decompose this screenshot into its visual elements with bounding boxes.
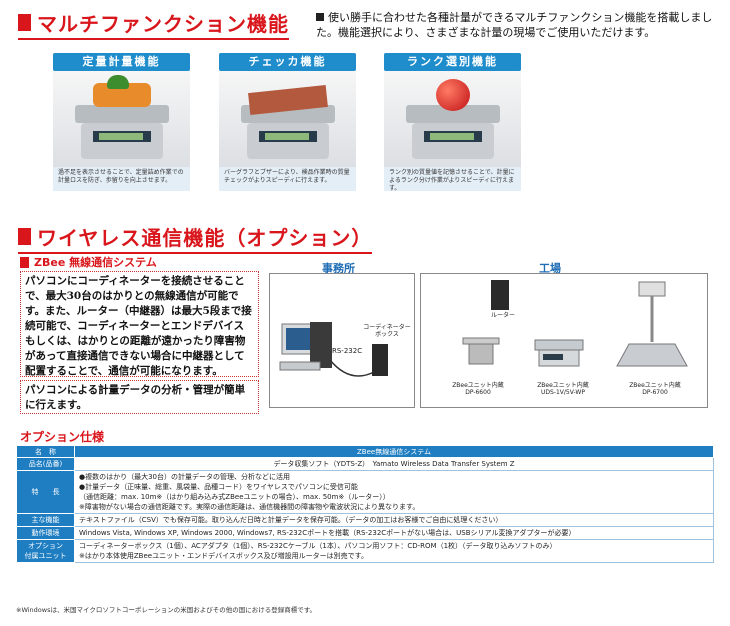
table-row: 特 長 ●複数のはかり（最大30台）の計量データの管理、分析などに活用 ●計量デ…: [16, 470, 714, 514]
table-row: オプション 付属ユニット コーディネーターボックス（1個）、ACアダプタ（1個）…: [16, 539, 714, 563]
scale-photo-food: [53, 71, 190, 167]
feature-line: ●計量データ（正味量、総重、風袋量、品種コード）をワイヤレスでパソコンに受信可能: [79, 483, 358, 491]
feature-line: ●複数のはかり（最大30台）の計量データの管理、分析などに活用: [79, 473, 291, 481]
office-illustration: [279, 322, 388, 377]
factory-diagram: ルーター ZBeeユニット内蔵 DP-6600 ZBeeユニット内蔵 UDS-1…: [420, 273, 708, 408]
scale-photo-pack: [219, 71, 356, 167]
office-label: 事務所: [322, 262, 355, 275]
section-title-wireless: ワイヤレス通信機能（オプション）: [18, 222, 373, 254]
coordinator-box-label: コーディネーター ボックス: [363, 324, 411, 338]
feature-card-rank: ランク選別機能 ランク別の質量値を記憶させることで、計量によるランク分け作業がよ…: [384, 53, 521, 192]
scale-photo-apple: [384, 71, 521, 167]
table-row: 動作環境 Windows Vista, Windows XP, Windows …: [16, 526, 714, 540]
router-label: ルーター: [490, 312, 515, 319]
zbee-description: パソコンにコーディネーターを接続させることで、最大30台のはかりとの無線通信が可…: [20, 271, 259, 377]
red-square-icon: [18, 14, 31, 31]
device-label-dp6700: ZBeeユニット内蔵 DP-6700: [629, 382, 681, 396]
red-square-icon: [18, 228, 31, 245]
factory-label: 工場: [539, 262, 561, 275]
feature-card-quantity: 定量計量機能 過不足を表示させることで、定量詰め作業での計量ロスを防ぎ、歩留りを…: [53, 53, 190, 191]
row-key: 品名(品番): [16, 457, 75, 471]
card-caption: 過不足を表示させることで、定量詰め作業での計量ロスを防ぎ、歩留りを向上させます。: [58, 169, 184, 184]
row-value: ●複数のはかり（最大30台）の計量データの管理、分析などに活用 ●計量データ（正…: [74, 470, 714, 514]
table-row: 主な機能 テキストファイル（CSV）でも保存可能。取り込んだ日時と計量データを保…: [16, 513, 714, 527]
rs232c-label: RS-232C: [332, 347, 363, 355]
table-header: 名 称 ZBee無線通信システム: [16, 445, 714, 458]
card-caption: バーグラフとブザーにより、検品作業時の質量チェックがよりスピーディに行えます。: [224, 169, 350, 184]
feature-line: ※障害物がない場合の通信距離です。実際の通信距離は、通信機器間の障害物や電波状況…: [79, 503, 420, 511]
subhead-zbee: ZBee 無線通信システム: [20, 254, 157, 270]
zbee-analysis-note: パソコンによる計量データの分析・管理が簡単に行えます。: [20, 380, 259, 414]
spec-title: オプション仕様: [20, 430, 105, 444]
bullet-icon: [316, 13, 324, 21]
header-value: ZBee無線通信システム: [74, 445, 714, 458]
intro-text: 使い勝手に合わせた各種計量ができるマルチファンクション機能を搭載しました。機能選…: [316, 11, 713, 39]
office-diagram: コーディネーター ボックス RS-232C: [269, 273, 415, 408]
device-label-uds: ZBeeユニット内蔵 UDS-1V/5V-WP: [537, 382, 589, 396]
row-value: データ収集ソフト（YDTS-Z） Yamato Wireless Data Tr…: [74, 457, 714, 471]
option-line: コーディネーターボックス（1個）、ACアダプタ（1個）、RS-232Cケーブル（…: [79, 542, 557, 550]
card-caption: ランク別の質量値を記憶させることで、計量によるランク分け作業がよりスピーディに行…: [389, 169, 515, 192]
card-title: ランク選別機能: [384, 53, 521, 71]
table-row: 品名(品番) データ収集ソフト（YDTS-Z） Yamato Wireless …: [16, 457, 714, 471]
row-value: テキストファイル（CSV）でも保存可能。取り込んだ日時と計量データを保存可能。（…: [74, 513, 714, 527]
footnote: ※Windowsは、米国マイクロソフトコーポレーションの米国およびその他の国にお…: [16, 606, 317, 614]
card-title: チェッカ機能: [219, 53, 356, 71]
device-label-dp6600: ZBeeユニット内蔵 DP-6600: [452, 382, 504, 396]
row-key: 特 長: [16, 470, 75, 514]
feature-line: （通信距離：max. 10m※（はかり組み込み式ZBeeユニットの場合）、max…: [79, 493, 390, 501]
row-key: 主な機能: [16, 513, 75, 527]
red-square-icon: [20, 256, 29, 268]
feature-card-checker: チェッカ機能 バーグラフとブザーにより、検品作業時の質量チェックがよりスピーディ…: [219, 53, 356, 191]
row-key: 動作環境: [16, 526, 75, 540]
section-title-multifunction: マルチファンクション機能: [18, 8, 289, 40]
spec-table: 名 称 ZBee無線通信システム 品名(品番) データ収集ソフト（YDTS-Z）…: [16, 445, 714, 563]
factory-illustration: [462, 280, 688, 367]
row-value: Windows Vista, Windows XP, Windows 2000,…: [74, 526, 714, 540]
row-value: コーディネーターボックス（1個）、ACアダプタ（1個）、RS-232Cケーブル（…: [74, 539, 714, 563]
option-line: ※はかり本体使用ZBeeユニット・エンドデバイスボックス及び増設用ルーターは別売…: [79, 552, 368, 560]
header-name: 名 称: [16, 445, 75, 458]
row-key: オプション 付属ユニット: [16, 539, 75, 563]
card-title: 定量計量機能: [53, 53, 190, 71]
